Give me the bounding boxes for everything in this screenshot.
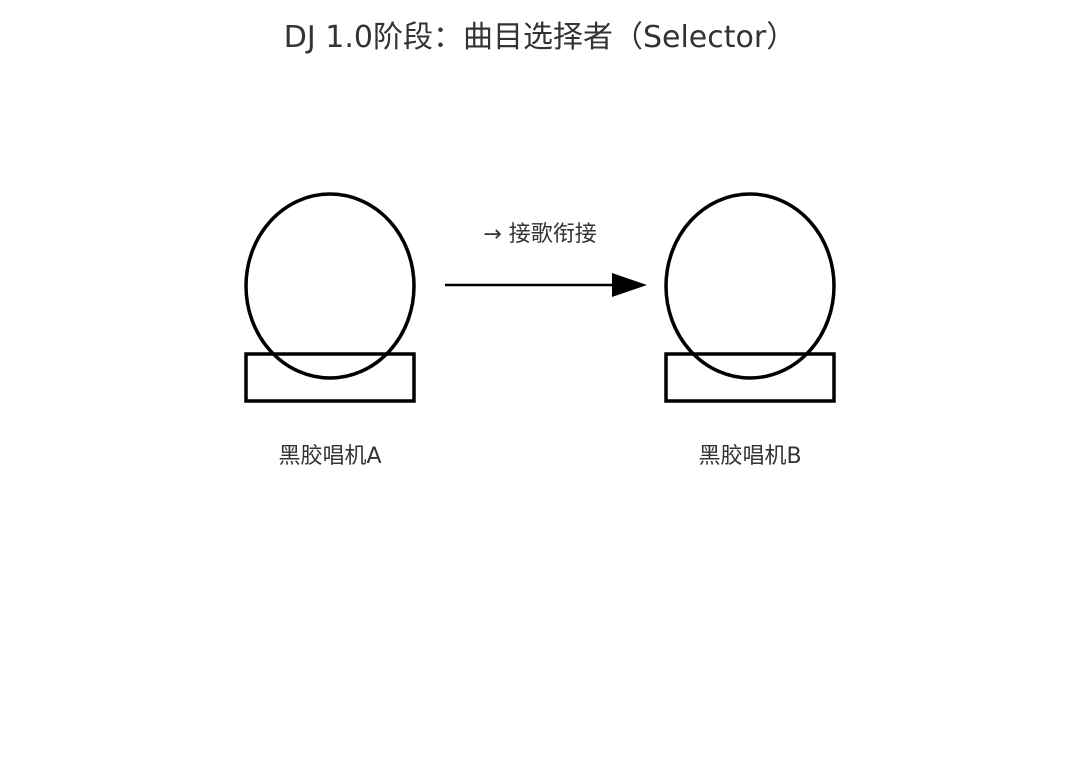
deck-base-a (244, 352, 416, 403)
diagram-title: DJ 1.0阶段：曲目选择者（Selector） (283, 20, 797, 55)
deck-base-b (664, 352, 836, 403)
turntable-a-label: 黑胶唱机A (278, 444, 382, 469)
transition-arrow (445, 273, 647, 297)
transition-label: → 接歌衔接 (483, 222, 597, 247)
record-a (244, 192, 416, 380)
turntable-a (244, 192, 416, 403)
record-b (664, 192, 836, 380)
turntable-b-label: 黑胶唱机B (698, 444, 802, 469)
turntable-b (664, 192, 836, 403)
